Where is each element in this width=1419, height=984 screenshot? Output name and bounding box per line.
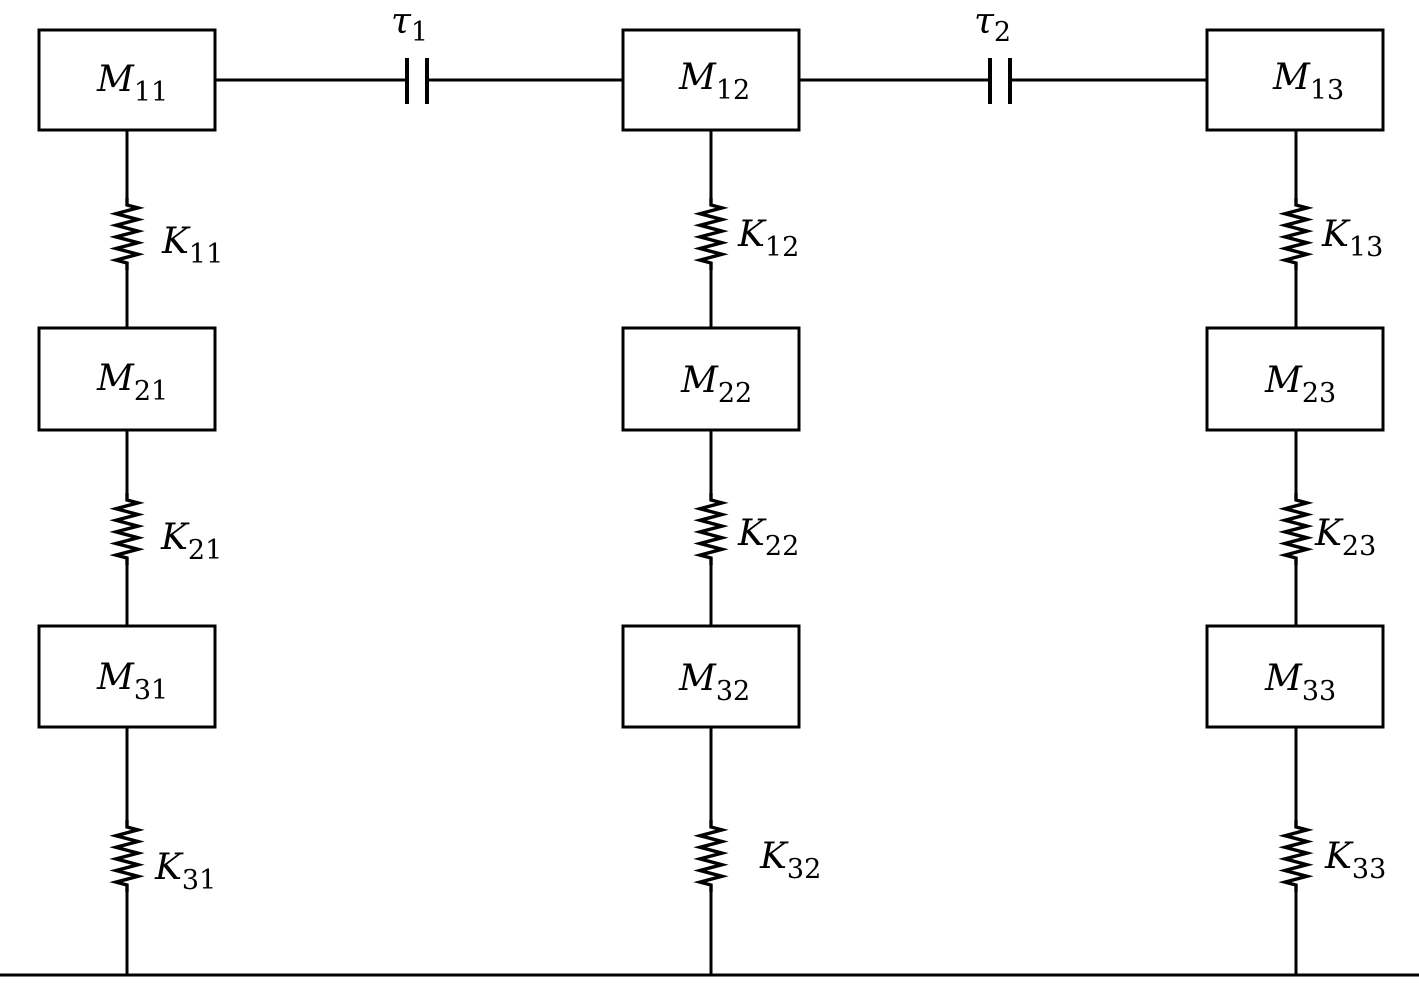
mass-m12-box [621,28,801,132]
spring-k12-shape [693,198,729,270]
spring-k33-shape [1278,820,1314,892]
mass-label-m31: M31 [96,657,168,706]
wires [125,78,1298,977]
spring-label-k31: K31 [154,847,216,896]
mass-label-m22: M22 [680,360,752,409]
mass-labels: M11 M12 M13 M21 M22 M23 M31 M32 M33 [96,57,1344,707]
spring-label-k22: K22 [737,513,799,562]
spring-label-k13: K13 [1321,214,1383,263]
mass-m23-box [1205,326,1385,432]
spring-k23-shape [1278,493,1314,565]
coupling-plates [405,58,1012,104]
spring-k21-shape [109,493,145,565]
spring-label-k11: K11 [161,221,223,270]
spring-k31-shape [109,820,145,892]
spring-label-k21: K21 [160,517,222,566]
coupling-label-tau2: τ2 [974,1,1011,48]
spring-k11-shape [109,198,145,270]
mass-m32-box [621,624,801,729]
mass-m13-box [1205,28,1385,132]
mass-label-m13: M13 [1272,57,1344,106]
mass-label-m21: M21 [96,358,168,407]
mass-boxes [37,28,1385,729]
spring-k22-shape [693,493,729,565]
mass-m11-box [37,28,217,132]
mass-label-m23: M23 [1264,360,1336,409]
spring-k13-shape [1278,198,1314,270]
mass-label-m11: M11 [96,59,168,108]
coupling-labels: τ1 τ2 [391,1,1011,48]
spring-label-k33: K33 [1324,836,1386,885]
mass-label-m12: M12 [678,57,750,106]
spring-label-k23: K23 [1314,513,1376,562]
spring-label-k32: K32 [759,836,821,885]
mass-label-m33: M33 [1264,658,1336,707]
spring-label-k12: K12 [737,214,799,263]
mass-m22-box [621,326,801,432]
springs [109,198,1314,892]
spring-labels: K11 K12 K13 K21 K22 K23 K31 K32 K33 [154,214,1386,896]
mass-m33-box [1205,624,1385,729]
mass-m31-box [37,624,217,729]
mass-label-m32: M32 [678,658,750,707]
coupling-label-tau1: τ1 [391,1,428,48]
spring-k32-shape [693,820,729,892]
mass-m21-box [37,326,217,432]
